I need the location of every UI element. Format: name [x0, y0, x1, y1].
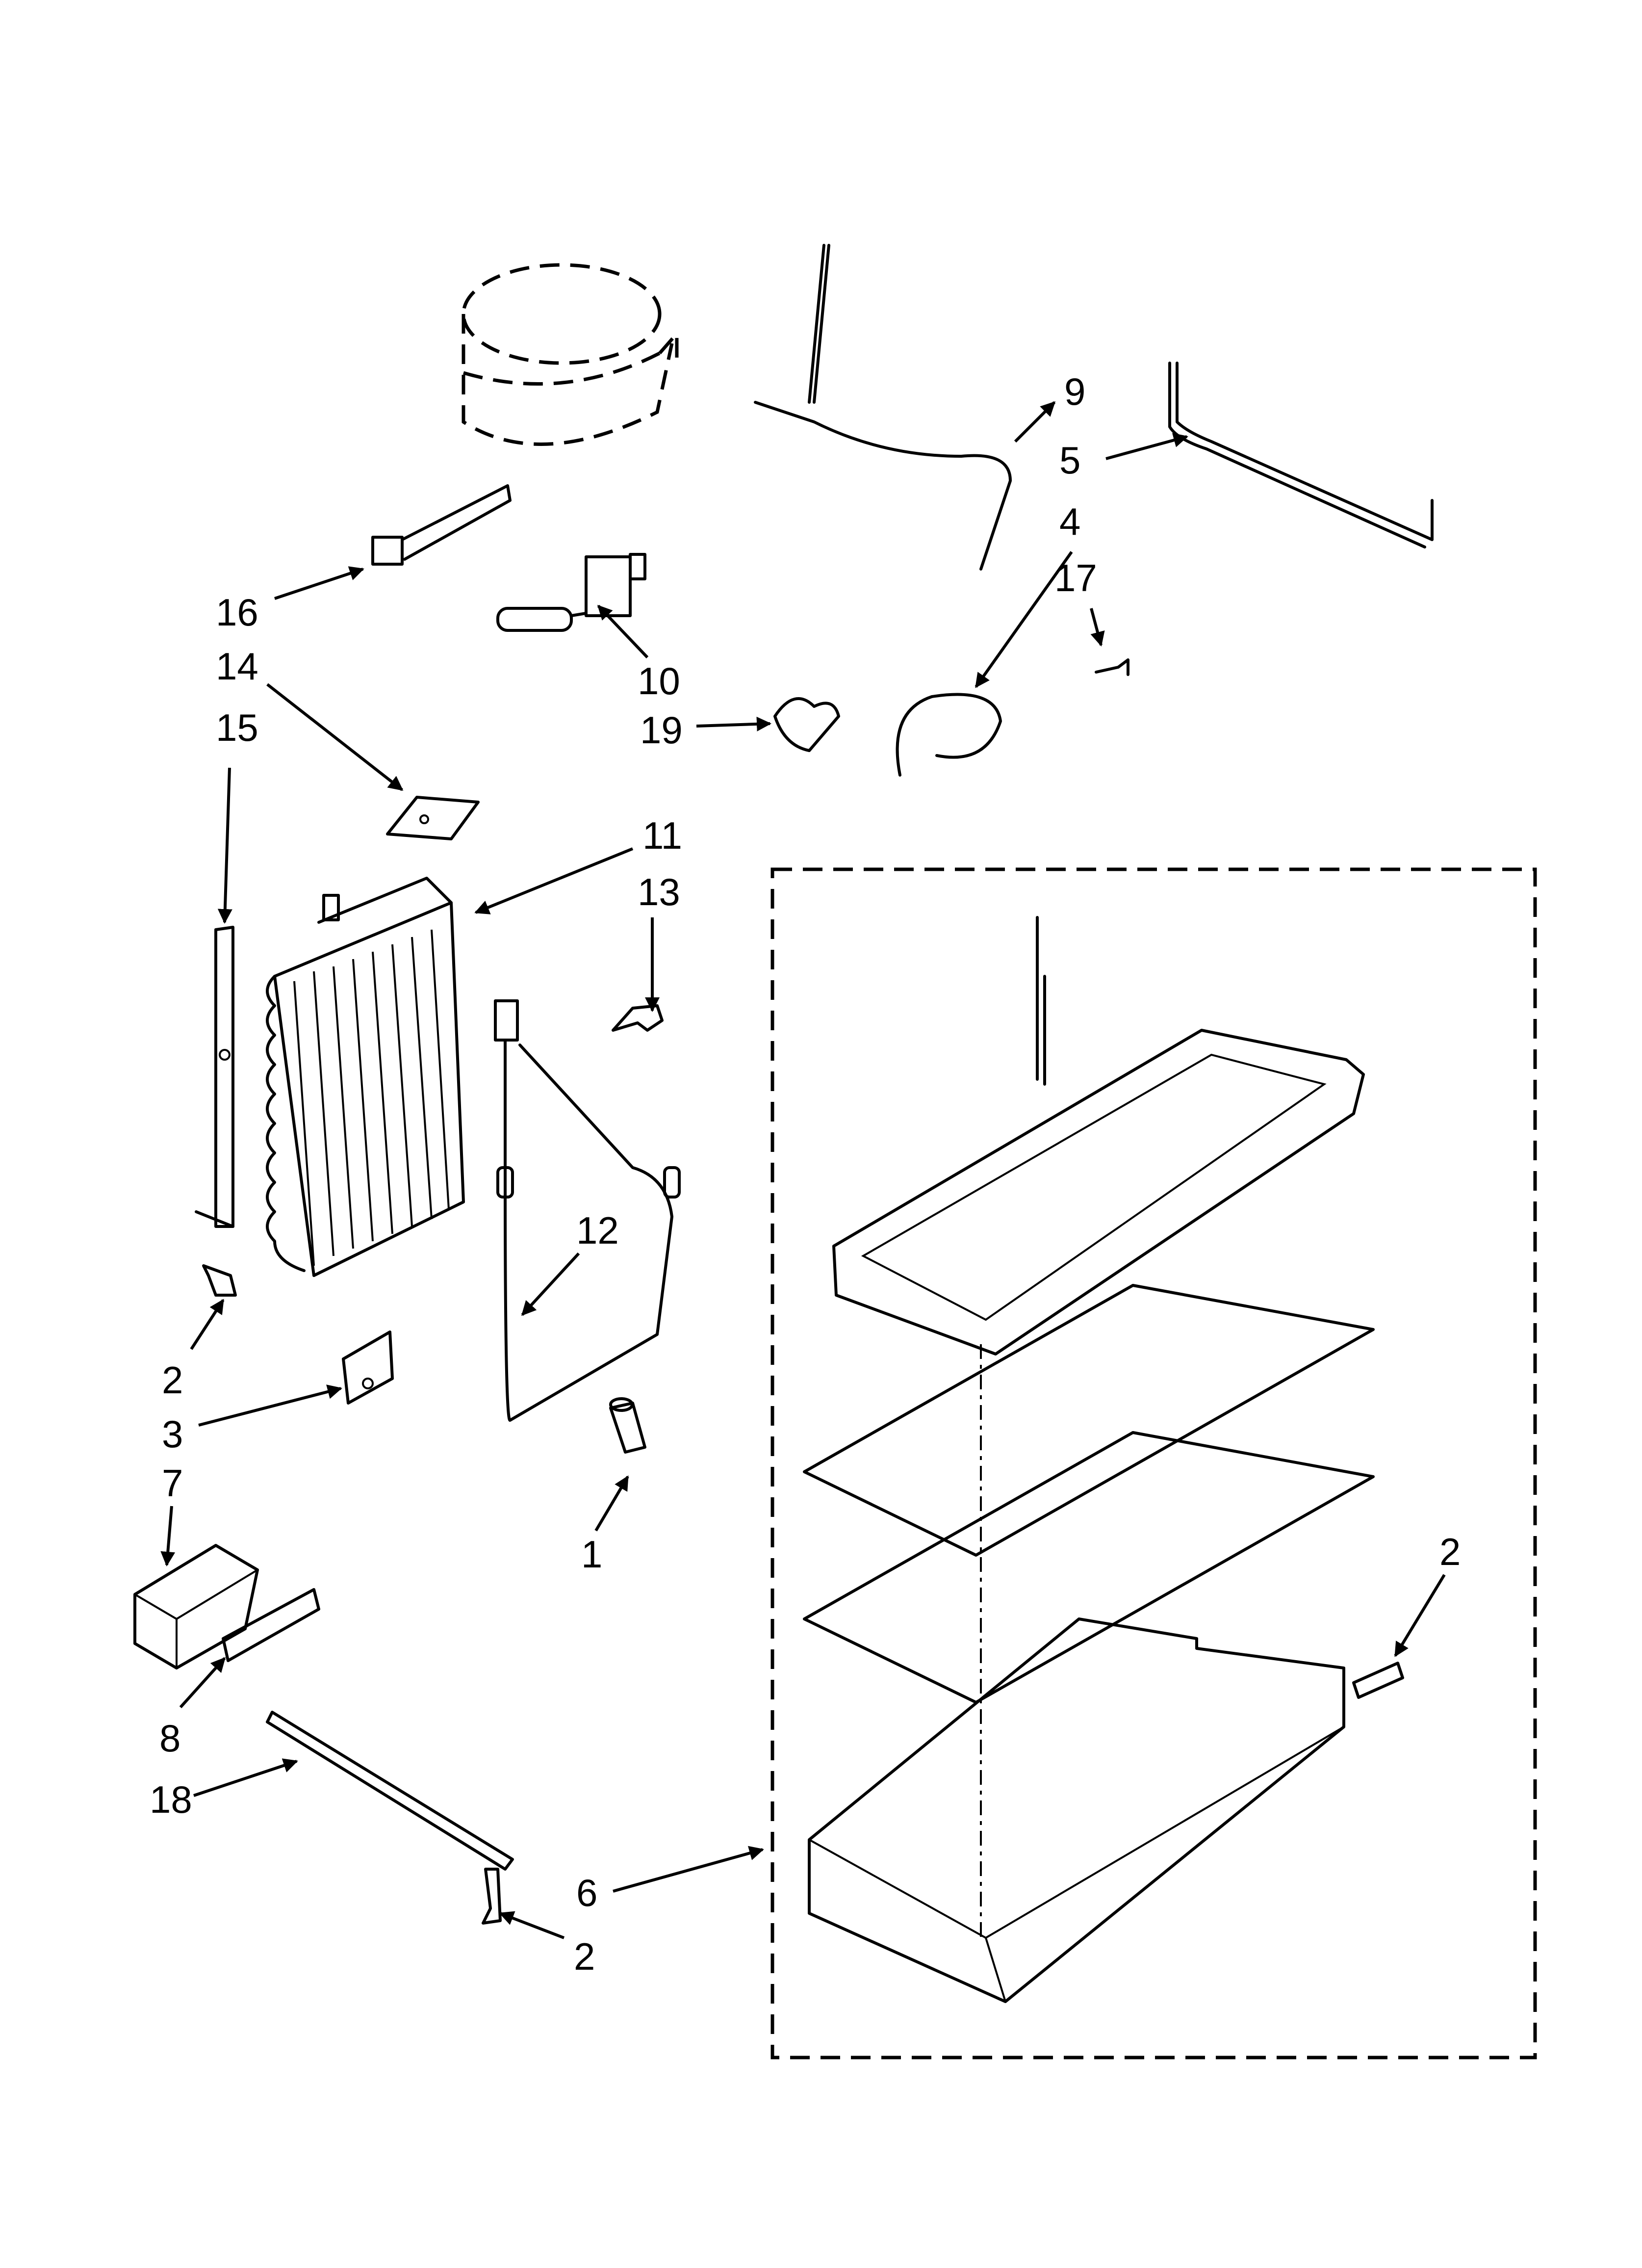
part-14-pad [386, 796, 480, 840]
callout-10: 10 [638, 659, 680, 703]
part-3-bracket [342, 1330, 394, 1405]
callout-19: 19 [640, 708, 683, 752]
part-17-clip [1095, 658, 1129, 676]
part-2-screw-left [202, 1264, 237, 1297]
callout-18: 18 [150, 1778, 192, 1821]
callout-2: 2 [162, 1358, 183, 1402]
part-19-clip [773, 697, 840, 752]
part-12-heater [494, 999, 681, 1422]
part-13-clip [612, 1004, 664, 1032]
part-16-cable-tie [371, 484, 512, 566]
part-18-strip [266, 1711, 514, 1871]
callout-8: 8 [159, 1717, 180, 1760]
callout-3: 3 [162, 1412, 183, 1456]
compressor-outline [462, 263, 679, 446]
callout-1: 1 [581, 1533, 602, 1576]
part-2-screw-bottom [482, 1868, 502, 1925]
part-7-box [133, 1544, 259, 1669]
callout-14: 14 [216, 645, 258, 688]
part-6-assembly [770, 867, 1537, 2059]
part-2-screw-right [1352, 1662, 1404, 1699]
callout-16: 16 [216, 591, 258, 634]
callout-6: 6 [576, 1871, 597, 1914]
part-5-tube [1168, 362, 1434, 548]
part-9-tube [754, 244, 1012, 571]
callout-12: 12 [576, 1209, 619, 1252]
part-15-bracket [195, 926, 234, 1228]
part-8-plate [222, 1588, 320, 1662]
callout-17: 17 [1054, 556, 1097, 600]
part-1-sleeve [609, 1397, 646, 1454]
callout-9: 9 [1064, 370, 1085, 413]
callout-5: 5 [1059, 439, 1080, 482]
part-4-wire [896, 693, 1002, 777]
callout-4: 4 [1059, 500, 1080, 543]
part-10-sensor [496, 553, 646, 632]
callout-2: 2 [1439, 1530, 1461, 1573]
callout-labels: 9 5 4 17 16 10 19 14 15 11 13 12 2 3 7 1… [150, 370, 1461, 1978]
callout-11: 11 [642, 814, 682, 857]
part-11-evaporator [266, 877, 465, 1277]
callout-7: 7 [162, 1461, 183, 1505]
leader-lines [160, 401, 1446, 1939]
callout-15: 15 [216, 706, 258, 749]
callout-13: 13 [638, 870, 680, 913]
callout-2: 2 [574, 1935, 595, 1978]
